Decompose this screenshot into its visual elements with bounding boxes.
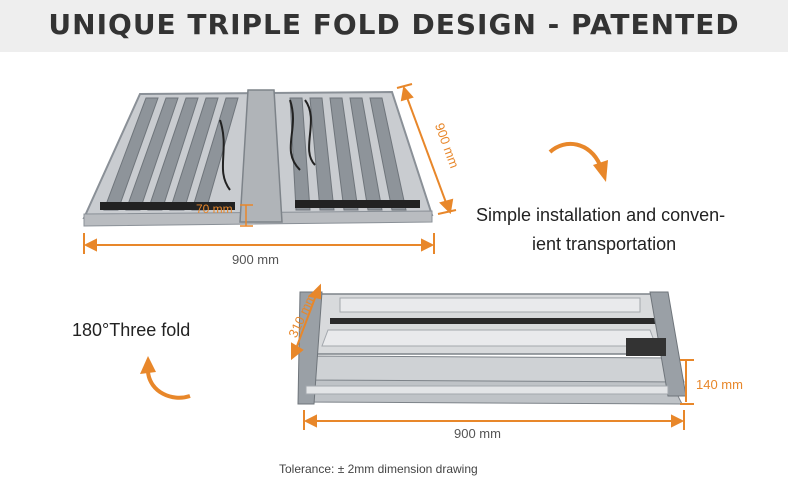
title-bar [0, 0, 788, 52]
height-dimension-top [240, 204, 253, 227]
footer-tolerance: Tolerance: ± 2mm dimension drawing [279, 462, 478, 476]
unfolded-light [82, 89, 434, 227]
depth-dimension-top [396, 83, 457, 215]
caption-right-line1: Simple installation and conven- [476, 205, 726, 225]
curved-arrow-up-icon [140, 356, 191, 400]
caption-right-line2: ient transportation [532, 234, 677, 254]
folded-height-label: 140 mm [696, 377, 743, 392]
folded-light [297, 291, 687, 405]
top-height-label: 70 mm [196, 202, 233, 216]
folded-width-label: 900 mm [454, 426, 501, 441]
top-width-label: 900 mm [232, 252, 279, 267]
caption-left: 180°Three fold [72, 320, 191, 340]
curved-arrow-down-icon [548, 142, 608, 182]
width-dimension-folded [303, 410, 685, 430]
width-dimension-top [83, 233, 435, 254]
page-title: UNIQUE TRIPLE FOLD DESIGN - PATENTED [48, 8, 740, 41]
depth-dimension-folded [291, 283, 321, 361]
height-dimension-folded [680, 359, 694, 405]
